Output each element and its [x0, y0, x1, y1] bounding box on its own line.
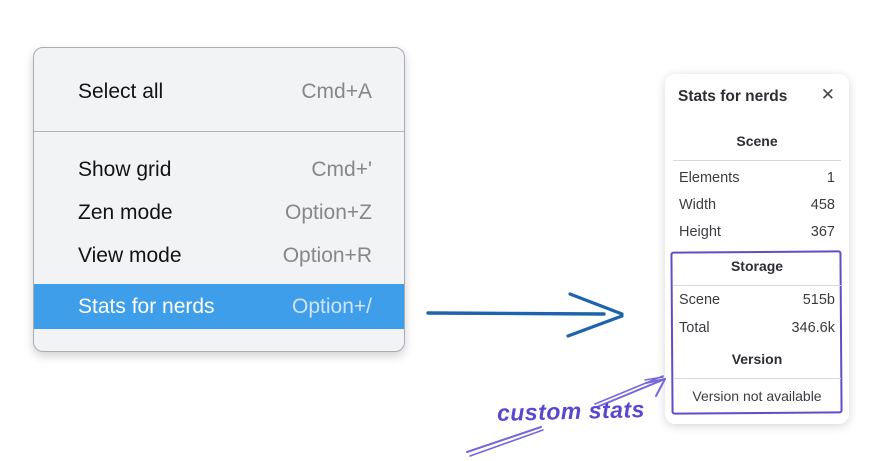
version-note: Version not available	[692, 388, 822, 404]
stat-label: Scene	[679, 292, 721, 308]
stat-row-total-storage: Total 346.6k	[679, 320, 835, 336]
stat-label: Elements	[679, 170, 740, 186]
menu-separator	[34, 131, 404, 132]
stat-label: Width	[679, 197, 717, 213]
stat-value: 458	[810, 197, 835, 213]
stat-value: 1	[826, 170, 835, 186]
stat-value: 367	[810, 224, 835, 240]
custom-stats-label: custom stats	[496, 396, 646, 426]
section-rule	[673, 378, 841, 379]
stat-row-height: Height 367	[679, 224, 835, 240]
menu-item-select-all[interactable]: Select all Cmd+A	[34, 70, 404, 113]
close-icon[interactable]: ✕	[820, 85, 835, 104]
menu-item-label: View mode	[78, 243, 182, 267]
stat-row-scene-storage: Scene 515b	[679, 292, 835, 308]
context-menu: Select all Cmd+A Show grid Cmd+' Zen mod…	[33, 47, 405, 352]
menu-item-zen-mode[interactable]: Zen mode Option+Z	[34, 191, 404, 234]
menu-item-stats-for-nerds[interactable]: Stats for nerds Option+/	[34, 284, 404, 329]
stat-value: 515b	[802, 292, 835, 308]
section-heading-storage: Storage	[730, 258, 784, 274]
menu-item-shortcut: Option+Z	[285, 200, 372, 224]
menu-item-label: Select all	[78, 79, 164, 103]
menu-item-view-mode[interactable]: View mode Option+R	[34, 234, 404, 277]
stats-panel: Stats for nerds ✕ Scene Elements 1 Width…	[665, 74, 849, 424]
menu-item-label: Zen mode	[78, 200, 173, 224]
menu-item-shortcut: Option+/	[292, 294, 372, 318]
stat-row-elements: Elements 1	[679, 170, 835, 186]
stat-value: 346.6k	[791, 320, 835, 336]
stat-row-width: Width 458	[679, 197, 835, 213]
menu-item-show-grid[interactable]: Show grid Cmd+'	[34, 148, 404, 191]
menu-item-label: Stats for nerds	[78, 294, 215, 318]
section-rule	[673, 285, 841, 286]
menu-item-shortcut: Cmd+'	[311, 157, 372, 181]
menu-to-panel-arrow	[426, 292, 624, 338]
custom-stats-arrow	[466, 375, 666, 457]
menu-item-label: Show grid	[78, 157, 172, 181]
menu-item-shortcut: Cmd+A	[301, 79, 372, 103]
stat-label: Height	[679, 224, 721, 240]
section-heading-version: Version	[731, 351, 783, 367]
section-heading-scene: Scene	[736, 133, 778, 149]
stats-panel-title: Stats for nerds	[678, 88, 788, 105]
stat-label: Total	[679, 320, 710, 336]
section-rule	[673, 160, 841, 161]
menu-item-shortcut: Option+R	[282, 243, 372, 267]
